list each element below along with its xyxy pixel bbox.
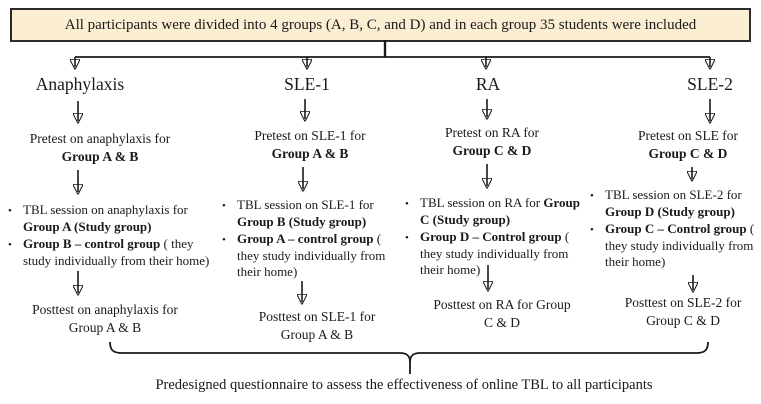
pretest-groups: Group A & B	[271, 146, 349, 161]
bullet-text: TBL session on SLE-1 for	[237, 197, 374, 212]
pretest-text: Pretest on SLE for	[637, 128, 739, 143]
summary-brace	[109, 341, 411, 374]
participants-summary-text: All participants were divided into 4 gro…	[64, 16, 697, 33]
pretest-text: Pretest on SLE-1 for	[254, 128, 366, 143]
column-title-anaphylaxis: Anaphylaxis	[35, 74, 125, 94]
list-item: • TBL session on RA for Group C (Study g…	[405, 195, 585, 228]
bullet-text: TBL session on anaphylaxis for	[23, 202, 188, 217]
tbl-session-block-ra: • TBL session on RA for Group C (Study g…	[405, 195, 585, 280]
bullet-text-bold: Group B (Study group)	[237, 213, 367, 229]
posttest-groups: Group A & B	[280, 327, 354, 342]
list-item: • Group A – control group ( they study i…	[222, 231, 398, 281]
list-item: • TBL session on SLE-2 for Group D (Stud…	[590, 187, 760, 220]
bullet-text: ( they study individually from their hom…	[23, 236, 210, 268]
bullet-icon: •	[8, 205, 12, 217]
pretest-text: Pretest on RA for	[444, 125, 540, 140]
posttest-groups: Group A & B	[68, 320, 142, 335]
bullet-icon: •	[8, 239, 12, 251]
posttest-block-ra: Posttest on RA for Group C & D	[402, 296, 602, 332]
bullet-text: TBL session on SLE-2 for	[605, 187, 742, 202]
pretest-groups: Group C & D	[452, 143, 532, 158]
column-title-sle2: SLE-2	[687, 74, 733, 94]
posttest-text: Posttest on RA for Group	[433, 297, 571, 312]
pretest-text: Pretest on anaphylaxis for	[29, 131, 171, 146]
posttest-text: Posttest on anaphylaxis for	[32, 302, 178, 317]
bullet-text-bold: Group D – Control group	[420, 229, 562, 244]
bullet-icon: •	[405, 198, 409, 210]
pretest-groups: Group C & D	[648, 146, 728, 161]
list-item: • TBL session on anaphylaxis for Group A…	[8, 202, 220, 235]
bullet-text-bold: Group A (Study group)	[23, 218, 152, 234]
summary-brace-right	[409, 341, 709, 363]
posttest-groups: Group C & D	[646, 313, 720, 328]
bullet-text: ( they study individually from their hom…	[237, 231, 386, 279]
posttest-block-sle1: Posttest on SLE-1 for Group A & B	[217, 308, 417, 344]
bullet-icon: •	[222, 200, 226, 212]
bullet-text-bold: Group A – control group	[237, 231, 374, 246]
questionnaire-summary-text: Predesigned questionnaire to assess the …	[155, 377, 653, 393]
column-title-ra: RA	[475, 74, 501, 94]
tbl-session-block-sle1: • TBL session on SLE-1 for Group B (Stud…	[222, 197, 398, 282]
bullet-icon: •	[222, 234, 226, 246]
list-item: • Group B – control group ( they study i…	[8, 236, 220, 269]
pretest-block-sle2: Pretest on SLE for Group C & D	[588, 127, 761, 163]
posttest-text: Posttest on SLE-1 for	[258, 309, 376, 324]
posttest-groups: C & D	[483, 315, 520, 330]
bullet-text-bold: Group C – Control group	[605, 221, 747, 236]
bullet-icon: •	[590, 190, 594, 202]
pretest-groups: Group A & B	[61, 149, 139, 164]
bullet-text-bold: Group B – control group	[23, 236, 161, 251]
tbl-session-block-sle2: • TBL session on SLE-2 for Group D (Stud…	[590, 187, 760, 272]
bullet-text-bold: Group D (Study group)	[605, 203, 735, 219]
bullet-icon: •	[405, 232, 409, 244]
pretest-block-ra: Pretest on RA for Group C & D	[392, 124, 592, 160]
list-item: • Group C – Control group ( they study i…	[590, 221, 760, 271]
participants-summary-box: All participants were divided into 4 gro…	[10, 8, 751, 42]
posttest-text: Posttest on SLE-2 for	[624, 295, 742, 310]
bullet-text: ( they study individually from their hom…	[420, 229, 570, 277]
bullet-text: TBL session on RA for	[420, 195, 544, 210]
bullet-text: ( they study individually from their hom…	[605, 221, 755, 269]
list-item: • TBL session on SLE-1 for Group B (Stud…	[222, 197, 398, 230]
bullet-text-bold: Group C (Study group)	[420, 195, 580, 227]
tbl-session-block-anaphylaxis: • TBL session on anaphylaxis for Group A…	[8, 202, 220, 270]
column-title-sle1: SLE-1	[284, 74, 330, 94]
list-item: • Group D – Control group ( they study i…	[405, 229, 585, 279]
pretest-block-anaphylaxis: Pretest on anaphylaxis for Group A & B	[0, 130, 200, 166]
pretest-block-sle1: Pretest on SLE-1 for Group A & B	[210, 127, 410, 163]
posttest-block-anaphylaxis: Posttest on anaphylaxis for Group A & B	[5, 301, 205, 337]
posttest-block-sle2: Posttest on SLE-2 for Group C & D	[583, 294, 761, 330]
bullet-icon: •	[590, 224, 594, 236]
